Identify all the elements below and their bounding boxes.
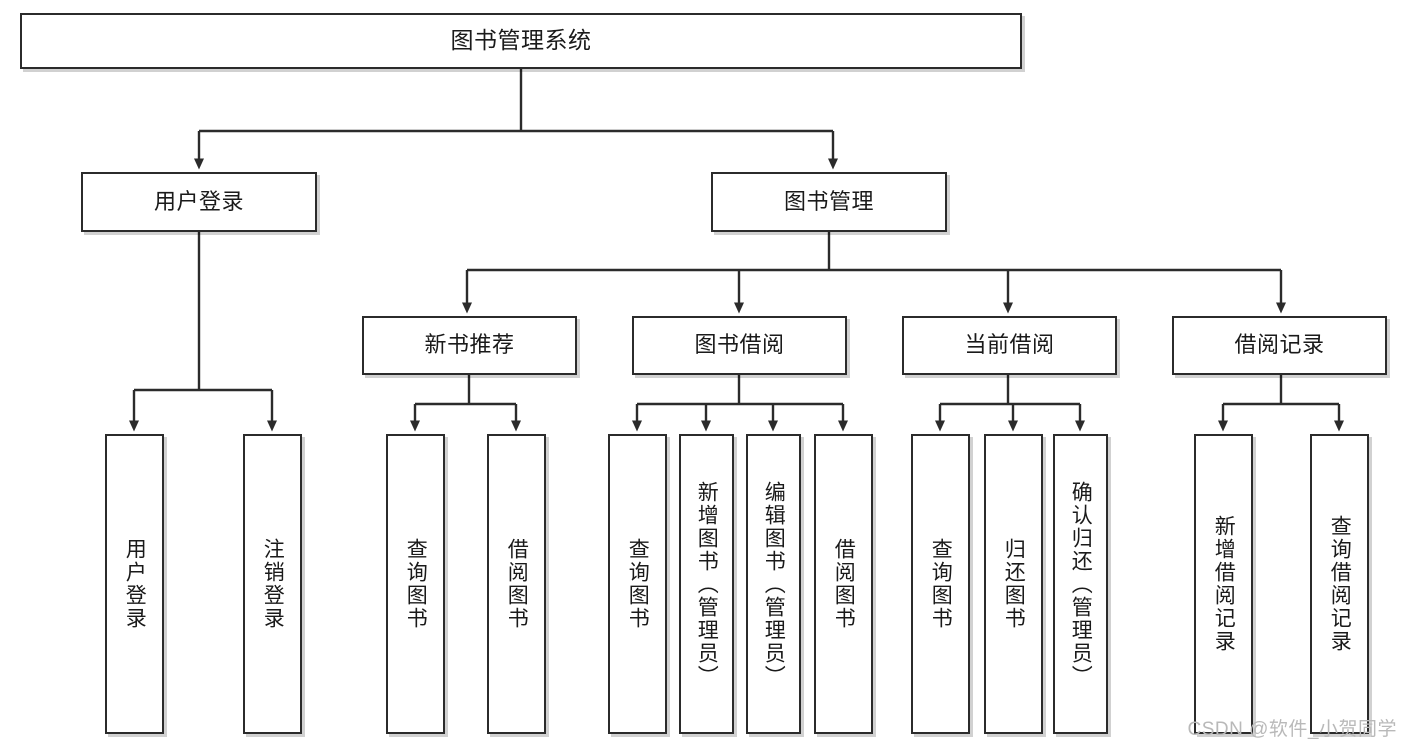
node-label: 借阅图书 [505,538,529,630]
node-label: 注销登录 [261,538,285,630]
node-label: 查询图书 [404,538,428,630]
node-label: 当前借阅 [964,332,1055,358]
node-root-book-management-system[interactable]: 图书管理系统 [20,13,1022,69]
node-leaf-borrow-book-2[interactable]: 借阅图书 [814,434,873,734]
node-leaf-edit-book[interactable]: 编辑图书（管理员） [746,434,801,734]
node-leaf-confirm-return[interactable]: 确认归还（管理员） [1053,434,1108,734]
node-label: 归还图书 [1002,538,1026,630]
node-label: 查询图书 [929,538,953,630]
node-label: 查询借阅记录 [1328,515,1352,653]
node-leaf-return-book[interactable]: 归还图书 [984,434,1043,734]
node-borrow-record[interactable]: 借阅记录 [1172,316,1387,375]
node-label: 用户登录 [123,538,147,630]
node-label: 新增借阅记录 [1212,515,1236,653]
node-leaf-query-book-1[interactable]: 查询图书 [386,434,445,734]
node-label: 新书推荐 [424,332,515,358]
node-leaf-query-book-2[interactable]: 查询图书 [608,434,667,734]
node-label: 借阅记录 [1234,332,1325,358]
node-label: 图书管理 [783,188,874,214]
node-new-book-recommend[interactable]: 新书推荐 [362,316,577,375]
node-label: 借阅图书 [832,538,856,630]
node-leaf-logout[interactable]: 注销登录 [243,434,302,734]
node-leaf-borrow-book-1[interactable]: 借阅图书 [487,434,546,734]
node-leaf-query-borrow-record[interactable]: 查询借阅记录 [1310,434,1369,734]
node-label: 图书管理系统 [450,27,592,54]
node-user-login[interactable]: 用户登录 [81,172,317,232]
node-label: 新增图书（管理员） [695,480,719,688]
node-leaf-user-login[interactable]: 用户登录 [105,434,164,734]
node-leaf-query-book-3[interactable]: 查询图书 [911,434,970,734]
node-label: 编辑图书（管理员） [762,480,786,688]
node-current-borrow[interactable]: 当前借阅 [902,316,1117,375]
node-label: 图书借阅 [694,332,785,358]
node-book-management[interactable]: 图书管理 [711,172,947,232]
node-leaf-add-book[interactable]: 新增图书（管理员） [679,434,734,734]
node-label: 用户登录 [153,188,244,214]
node-leaf-add-borrow-record[interactable]: 新增借阅记录 [1194,434,1253,734]
node-label: 查询图书 [626,538,650,630]
node-book-borrow[interactable]: 图书借阅 [632,316,847,375]
node-label: 确认归还（管理员） [1069,480,1093,688]
